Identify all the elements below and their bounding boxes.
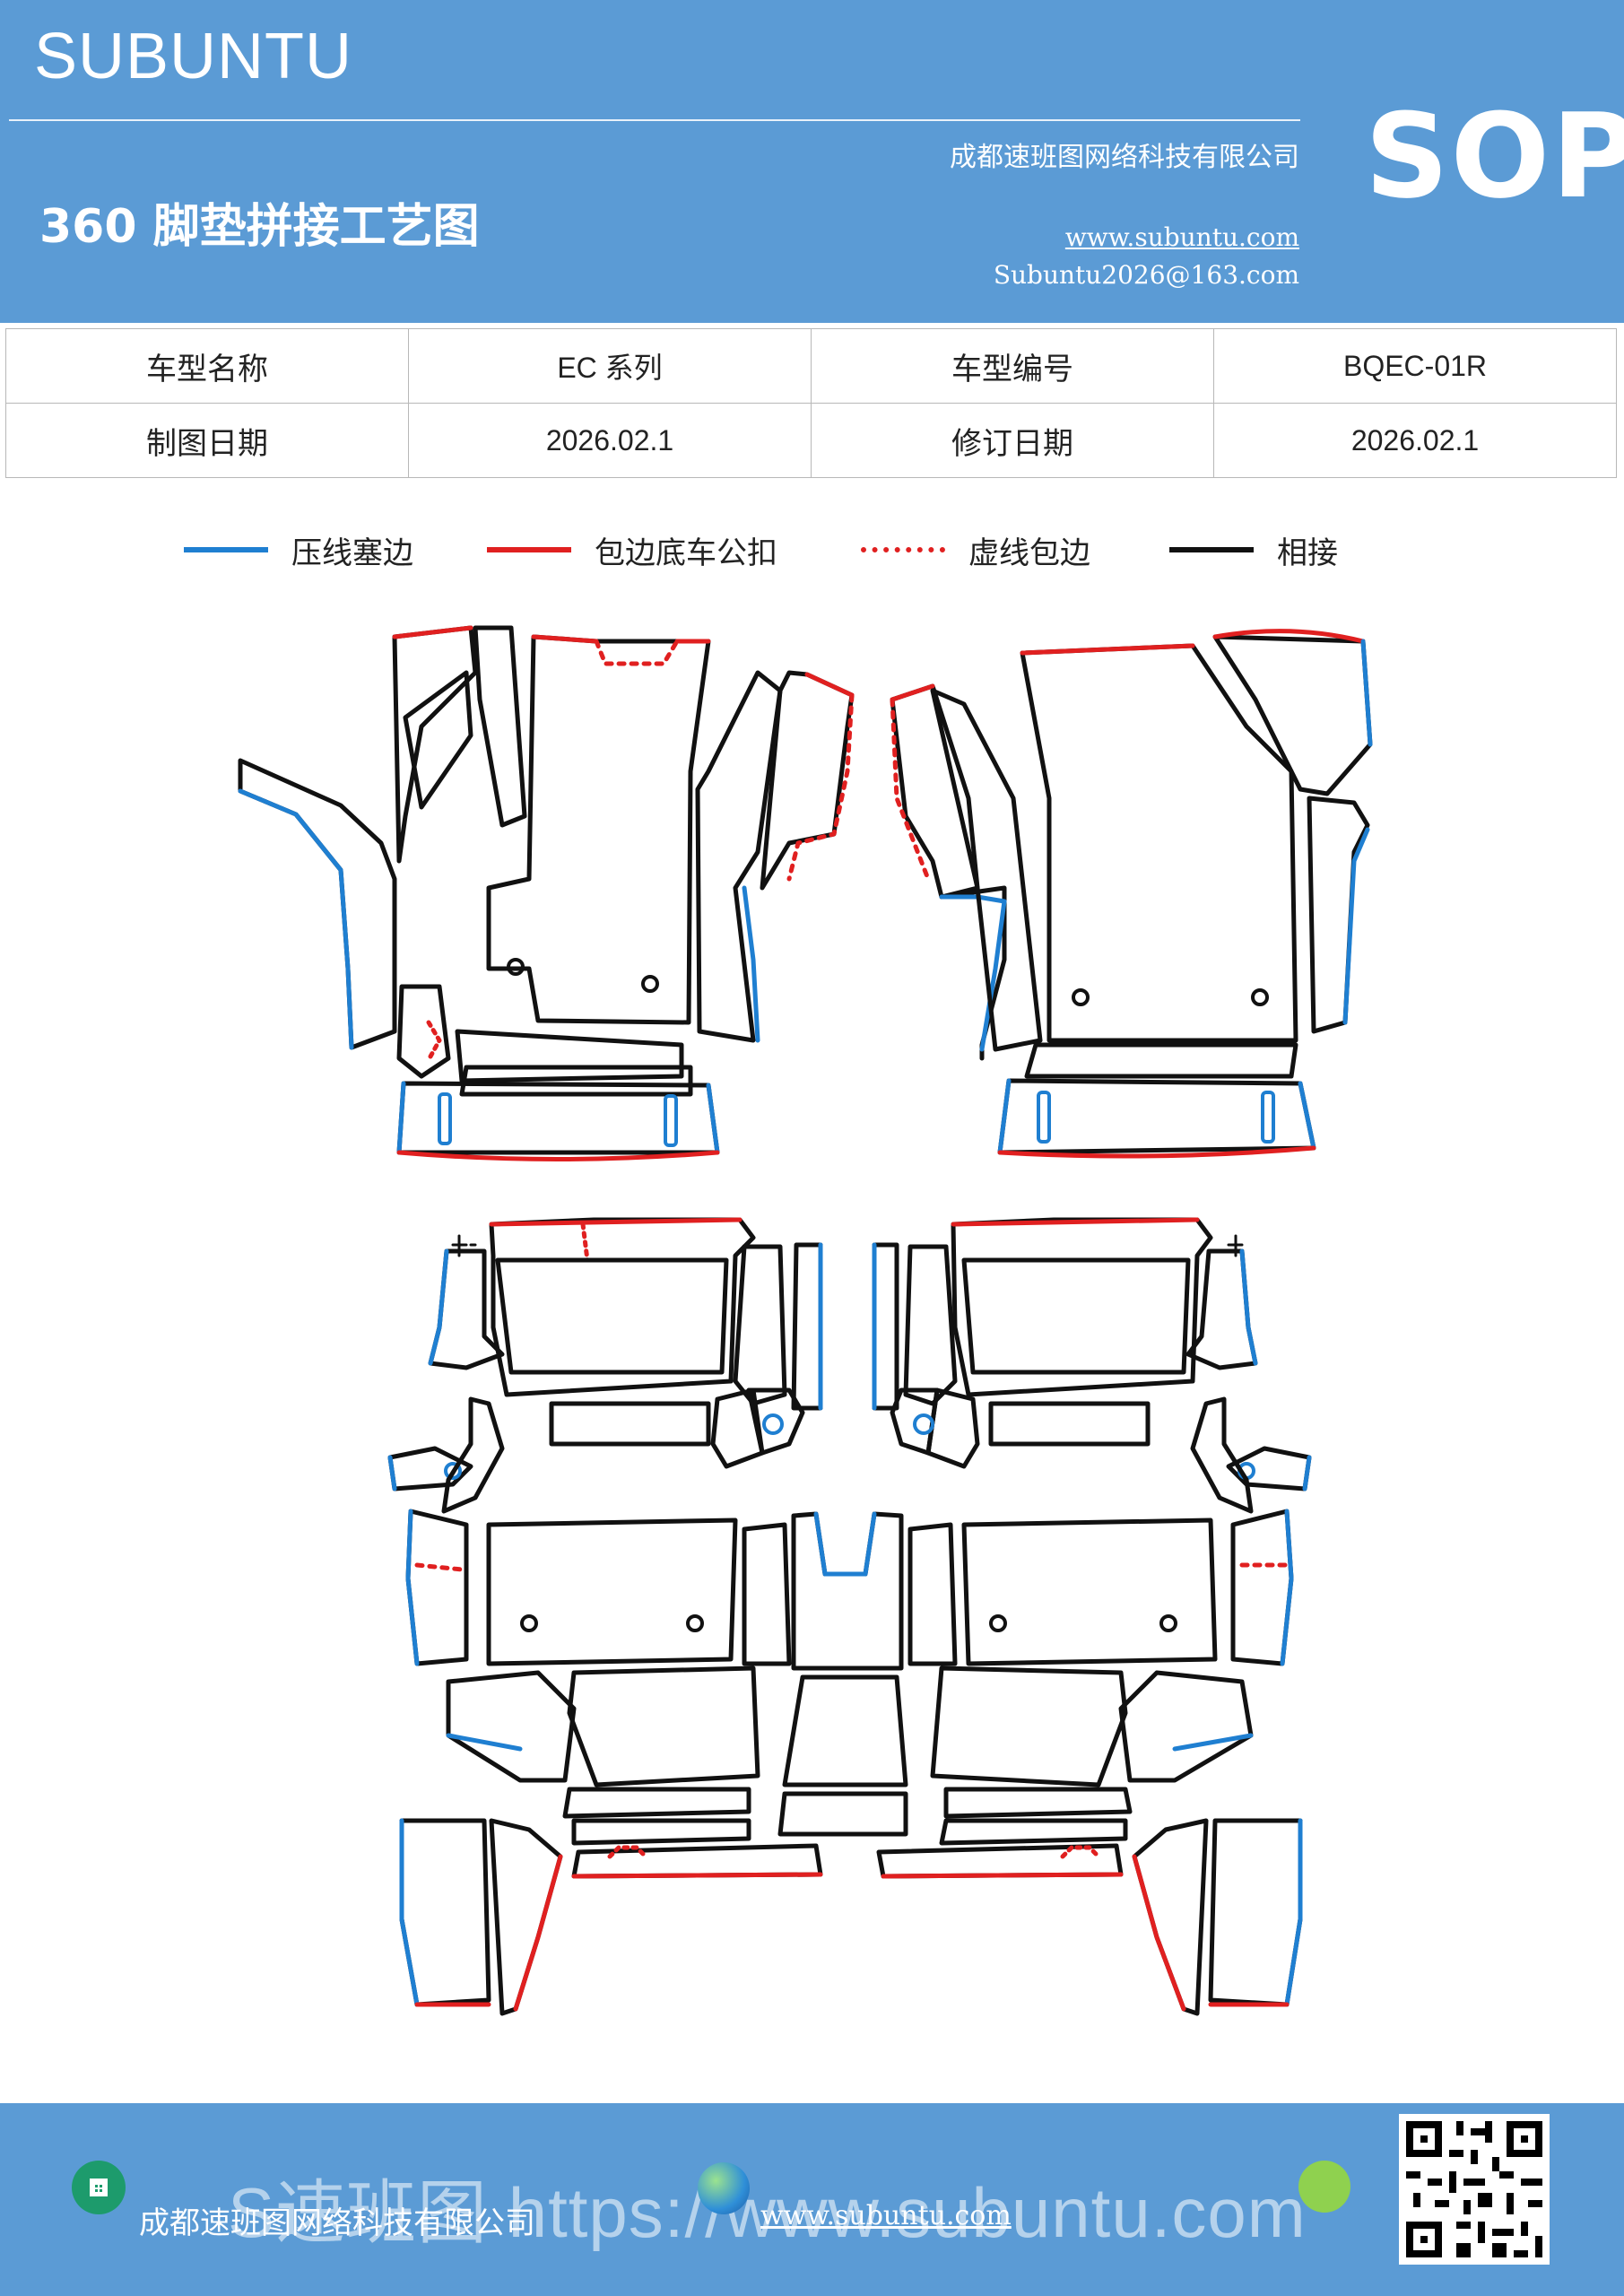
- header-company-name: 成都速班图网络科技有限公司: [950, 142, 1299, 173]
- footer-overlay-text: S速班图 https://www.subuntu.com: [228, 2173, 1307, 2252]
- footer-website-link[interactable]: www.subuntu.com: [760, 2200, 1012, 2231]
- legend-swatch-red-dotted: [861, 547, 945, 552]
- header-divider: [9, 119, 1300, 121]
- rear-left-mat-group: [387, 1217, 908, 2016]
- legend-swatch-red: [487, 547, 571, 552]
- table-label-model-name: 车型名称: [5, 328, 409, 404]
- legend-label: 虚线包边: [968, 535, 1090, 571]
- legend-item-wrap-edge: 包边底车公扣: [487, 527, 777, 572]
- table-label-draw-date: 制图日期: [5, 403, 409, 478]
- page-footer: S速班图 https://www.subuntu.com 成都速班图网络科技有限…: [0, 2103, 1624, 2296]
- legend-label: 压线塞边: [291, 535, 413, 571]
- table-value-model-name: EC 系列: [408, 328, 812, 404]
- legend-item-dotted-edge: 虚线包边: [861, 527, 1090, 572]
- company-icon: [72, 2161, 126, 2214]
- table-label-revision-date: 修订日期: [811, 403, 1214, 478]
- table-label-model-code: 车型编号: [811, 328, 1214, 404]
- front-left-mat-group: [238, 625, 855, 1161]
- sop-badge: SOP: [1365, 88, 1624, 224]
- legend-item-press-edge: 压线塞边: [184, 527, 413, 572]
- front-right-mat-group: [890, 629, 1373, 1159]
- vehicle-info-table: 车型名称 EC 系列 车型编号 BQEC-01R 制图日期 2026.02.1 …: [5, 328, 1617, 478]
- rear-right-mat-group: [872, 1217, 1312, 2016]
- legend-label: 包边底车公扣: [595, 535, 777, 571]
- legend-label: 相接: [1277, 535, 1338, 571]
- page-header: SUBUNTU 360 脚垫拼接工艺图 成都速班图网络科技有限公司 www.su…: [0, 0, 1624, 323]
- table-row: 车型名称 EC 系列 车型编号 BQEC-01R: [5, 328, 1617, 404]
- legend-item-seam: 相接: [1169, 527, 1338, 572]
- globe-icon: [698, 2162, 750, 2214]
- brand-logo-text: SUBUNTU: [34, 21, 353, 92]
- table-row: 制图日期 2026.02.1 修订日期 2026.02.1: [5, 403, 1617, 478]
- floor-mat-diagram: [238, 625, 1373, 2016]
- header-website-link[interactable]: www.subuntu.com: [1064, 222, 1299, 252]
- wechat-icon: [1298, 2161, 1350, 2213]
- footer-company-name: 成都速班图网络科技有限公司: [139, 2205, 535, 2241]
- legend-swatch-blue: [184, 547, 268, 552]
- table-value-model-code: BQEC-01R: [1213, 328, 1617, 404]
- document-title: 360 脚垫拼接工艺图: [39, 200, 480, 254]
- legend-swatch-black: [1169, 547, 1254, 552]
- header-email[interactable]: Subuntu2026@163.com: [993, 260, 1299, 290]
- table-value-revision-date: 2026.02.1: [1213, 403, 1617, 478]
- table-value-draw-date: 2026.02.1: [408, 403, 812, 478]
- qr-code: [1399, 2114, 1550, 2265]
